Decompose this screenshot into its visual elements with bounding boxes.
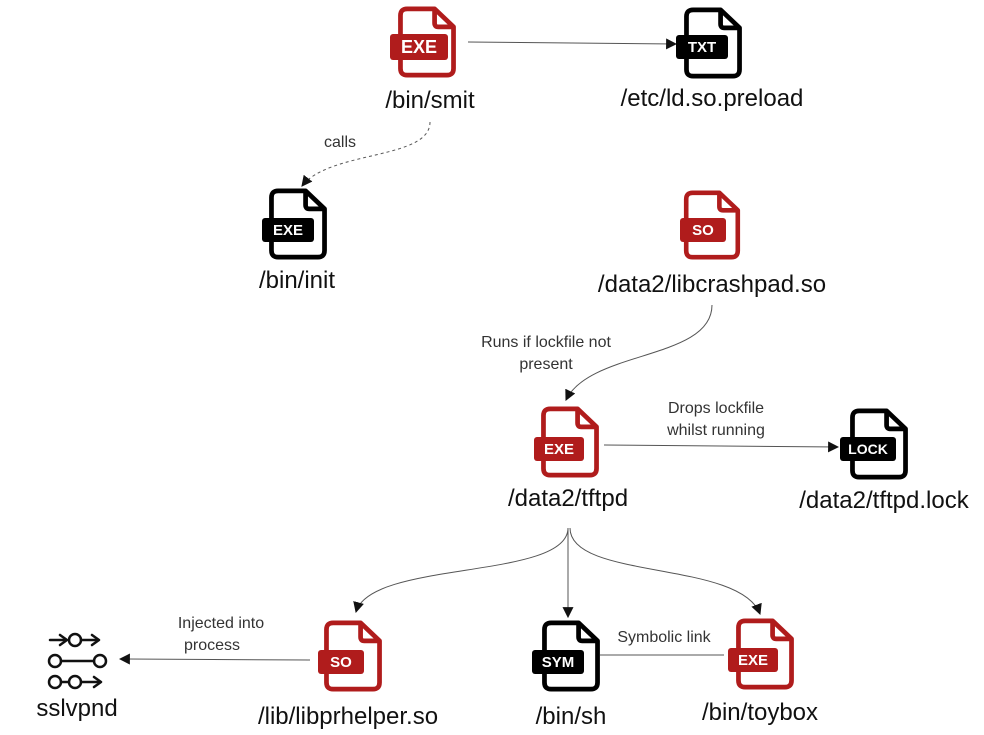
edge-libcrashpad-to-tftpd xyxy=(565,304,713,401)
svg-text:LOCK: LOCK xyxy=(848,441,888,457)
svg-text:SYM: SYM xyxy=(542,654,575,671)
node-label-libprhelper: /lib/libprhelper.so xyxy=(258,703,438,730)
node-label-init: /bin/init xyxy=(259,267,335,294)
node-tftpd-lock[interactable]: LOCK /data2/tftpd.lock xyxy=(799,411,970,514)
edge-label-drops-lockfile-2: whilst running xyxy=(666,422,765,439)
node-sh[interactable]: SYM /bin/sh xyxy=(532,623,606,730)
node-label-toybox: /bin/toybox xyxy=(702,699,818,726)
node-label-smit: /bin/smit xyxy=(385,87,475,114)
edges: calls Runs if lockfile not present Drops… xyxy=(118,38,840,665)
node-label-sslvpnd: sslvpnd xyxy=(36,695,117,722)
svg-text:SO: SO xyxy=(330,654,352,671)
node-label-tftpd: /data2/tftpd xyxy=(508,485,628,512)
exe-file-icon: EXE xyxy=(390,9,454,75)
edge-tftpd-to-toybox xyxy=(569,527,762,616)
exe-file-icon: EXE xyxy=(728,621,792,687)
node-smit[interactable]: EXE /bin/smit xyxy=(385,9,475,114)
node-ld-preload[interactable]: TXT /etc/ld.so.preload xyxy=(621,10,804,112)
node-tftpd[interactable]: EXE /data2/tftpd xyxy=(508,409,628,512)
node-init[interactable]: EXE /bin/init xyxy=(259,191,335,294)
svg-text:EXE: EXE xyxy=(273,222,303,239)
node-libcrashpad[interactable]: SO /data2/libcrashpad.so xyxy=(598,193,826,298)
process-icon xyxy=(47,632,108,690)
edge-tftpd-drops-lock xyxy=(603,441,840,453)
node-label-tftpd-lock: /data2/tftpd.lock xyxy=(799,487,969,514)
edge-tftpd-to-libprhelper xyxy=(353,527,569,614)
txt-file-icon: TXT xyxy=(676,10,740,76)
exe-file-icon: EXE xyxy=(534,409,597,475)
node-label-ld-preload: /etc/ld.so.preload xyxy=(621,85,804,112)
edge-label-injected-1: Injected into xyxy=(178,615,264,632)
node-label-libcrashpad: /data2/libcrashpad.so xyxy=(598,271,826,298)
so-file-icon: SO xyxy=(680,193,738,257)
edge-label-calls: calls xyxy=(324,134,356,151)
so-file-icon: SO xyxy=(318,623,380,689)
edge-label-symbolic-link: Symbolic link xyxy=(617,629,711,646)
edge-label-injected-2: process xyxy=(184,637,240,654)
svg-text:EXE: EXE xyxy=(544,441,574,458)
node-libprhelper[interactable]: SO /lib/libprhelper.so xyxy=(258,623,438,730)
node-sslvpnd[interactable]: sslvpnd xyxy=(36,632,118,722)
edge-libprhelper-injected-sslvpnd xyxy=(118,653,311,665)
svg-text:EXE: EXE xyxy=(401,37,437,57)
node-label-sh: /bin/sh xyxy=(536,703,607,730)
edge-label-runs-if-lockfile-2: present xyxy=(519,356,573,373)
svg-text:TXT: TXT xyxy=(688,39,716,56)
node-toybox[interactable]: EXE /bin/toybox xyxy=(702,621,818,726)
edge-label-drops-lockfile-1: Drops lockfile xyxy=(668,400,764,417)
edge-smit-calls-init xyxy=(301,121,431,187)
exe-file-icon: EXE xyxy=(262,191,325,257)
symlink-file-icon: SYM xyxy=(532,623,598,689)
svg-text:EXE: EXE xyxy=(738,652,768,669)
svg-text:SO: SO xyxy=(692,222,714,239)
edge-smit-to-preload xyxy=(467,38,678,50)
edge-label-runs-if-lockfile-1: Runs if lockfile not xyxy=(481,334,611,351)
lock-file-icon: LOCK xyxy=(840,411,906,477)
